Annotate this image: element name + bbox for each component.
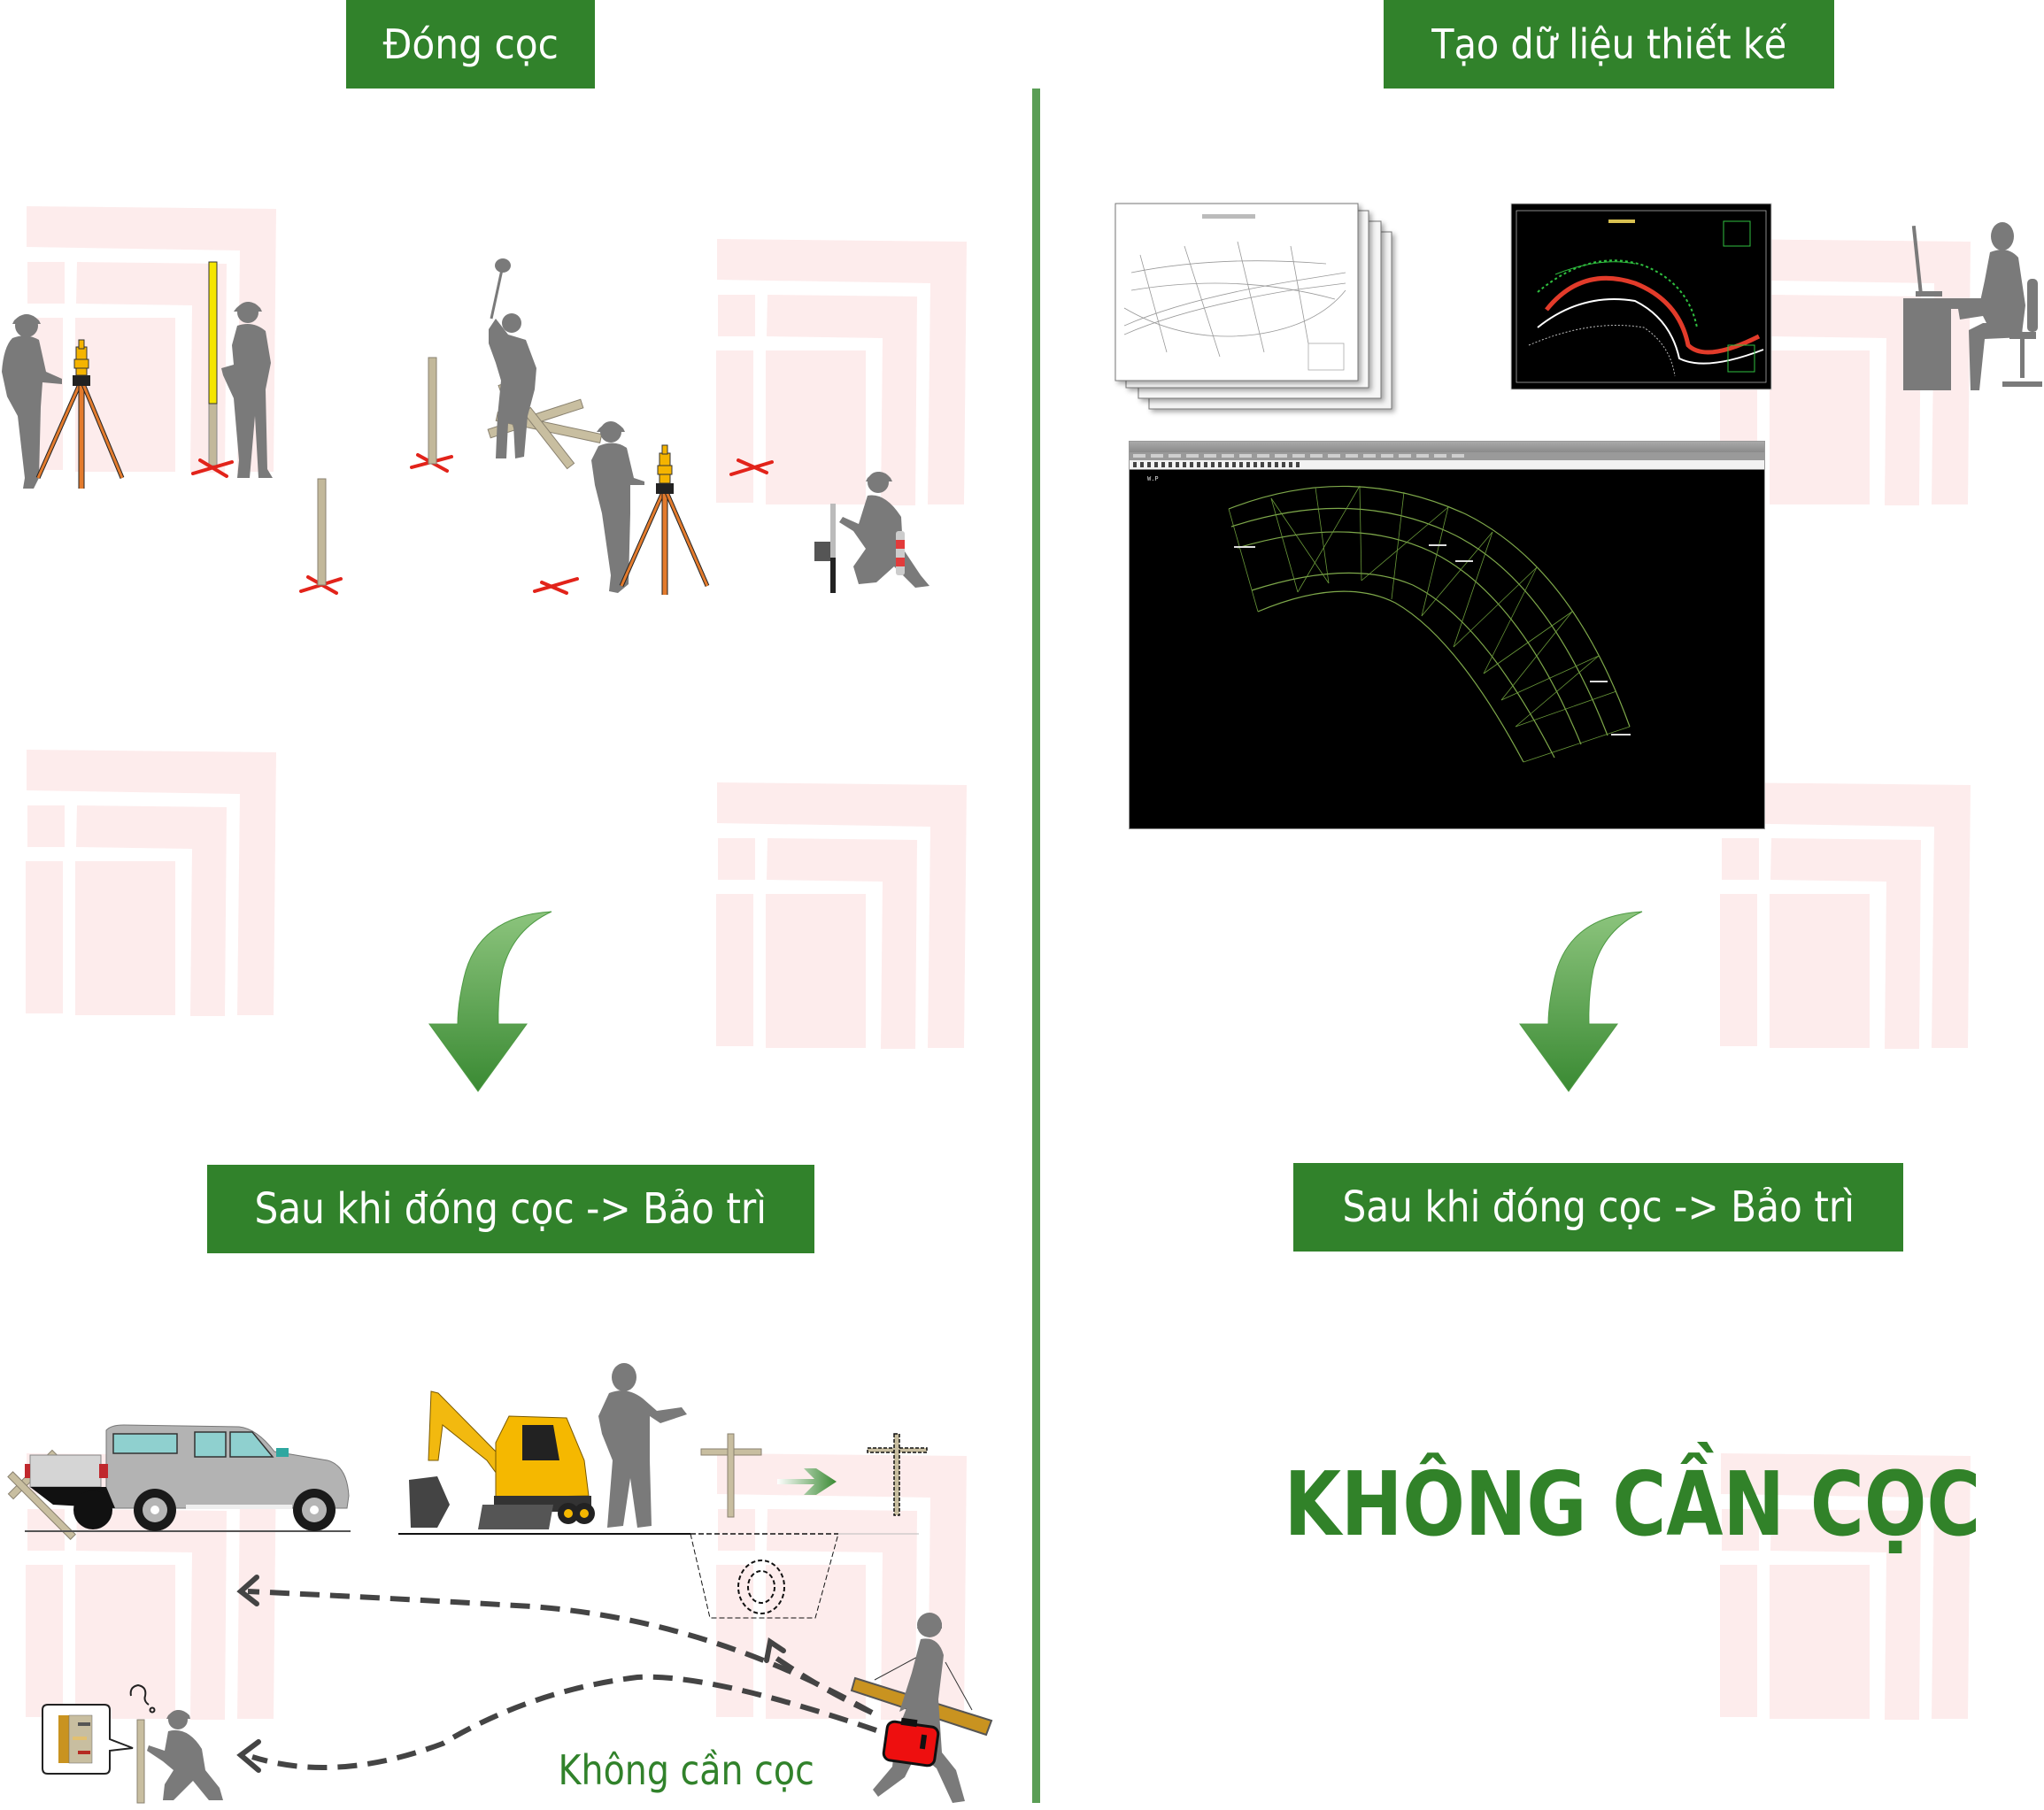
panel-divider [1032,89,1040,1803]
window-title-bar [1130,442,1764,452]
stake-cross-icon [700,1433,762,1518]
stake-location-x-mark-icon [729,458,774,476]
design-software-window-icon: W.P [1129,441,1765,829]
left-panel-header: Đóng cọc [346,0,595,89]
wheel [293,1489,336,1531]
surveyor-holding-staff-icon [221,302,273,478]
leveling-staff-icon [208,261,218,466]
no-stakes-statement: KHÔNG CẦN CỌC [1213,1447,1992,1562]
stake-location-x-mark-icon [533,577,579,595]
left-panel-header-text: Đóng cọc [382,20,559,68]
move-arrow-icon [777,1468,837,1495]
right-panel-subheader: Sau khi đóng cọc -> Bảo trì [1293,1163,1903,1252]
left-panel-subheader: Sau khi đóng cọc -> Bảo trì [207,1165,814,1253]
excavator-icon [409,1390,595,1529]
watermark-logo [26,750,276,1016]
path-to-trench [773,1654,874,1715]
no-stakes-caption-text: Không cần cọc [558,1746,814,1794]
maintenance-scene [7,1363,993,1804]
road-mesh-wireframe [1228,485,1631,763]
surveyor-with-total-station-icon [591,421,710,595]
wheel [134,1489,176,1531]
crouching-worker-confused-icon [147,1710,223,1800]
left-panel-subheader-text: Sau khi đóng cọc -> Bảo trì [254,1184,767,1234]
pickup-truck-icon [25,1424,351,1532]
wooden-stake-icon [317,478,327,586]
arrowhead [764,1637,786,1663]
arrowhead [236,1575,259,1606]
right-panel-header: Tạo dữ liệu thiết kế [1384,0,1834,89]
down-arrow-left-icon [428,911,552,1092]
cad-drawing-screen-icon [1510,203,1772,390]
total-station-tripod-icon [35,339,125,489]
paper-drawings-stack-icon [1115,203,1392,410]
speech-bubble-bolts-icon [42,1704,134,1775]
viewport-label: W.P [1147,475,1159,482]
right-panel-header-text: Tạo dữ liệu thiết kế [1431,20,1786,68]
down-arrow-right-icon [1519,911,1643,1092]
watermark-logo [716,782,967,1049]
no-stakes-statement-text: KHÔNG CẦN CỌC [1284,1452,1981,1556]
right-panel-subheader-text: Sau khi đóng cọc -> Bảo trì [1342,1182,1855,1232]
surveyor-with-tablet-icon [2,314,62,489]
dashed-path-arrows [247,1589,877,1770]
question-mark-icon [129,1683,156,1714]
buried-pipe-icon [737,1560,785,1614]
wooden-stake-icon [136,1719,145,1804]
worker-with-sledgehammer-icon [489,258,536,458]
site-supervisor-icon [598,1363,687,1528]
walking-surveyor-with-equipment-icon [850,1613,993,1803]
dashed-stake-icon [867,1433,928,1516]
crouching-worker-with-paint-icon [814,472,929,593]
staking-scene [2,258,929,595]
window-toolbar[interactable] [1130,460,1764,470]
person-at-computer-desk-icon [1903,222,2042,390]
no-stakes-caption: Không cần cọc [522,1739,850,1801]
window-menu-bar [1130,452,1764,460]
path-to-worker [251,1674,877,1770]
arrowhead [236,1739,261,1773]
stake-location-x-mark-icon [191,458,234,478]
excavation-trench-icon [398,1533,919,1619]
path-to-truck [247,1589,874,1715]
wooden-stake-icon [428,357,437,465]
